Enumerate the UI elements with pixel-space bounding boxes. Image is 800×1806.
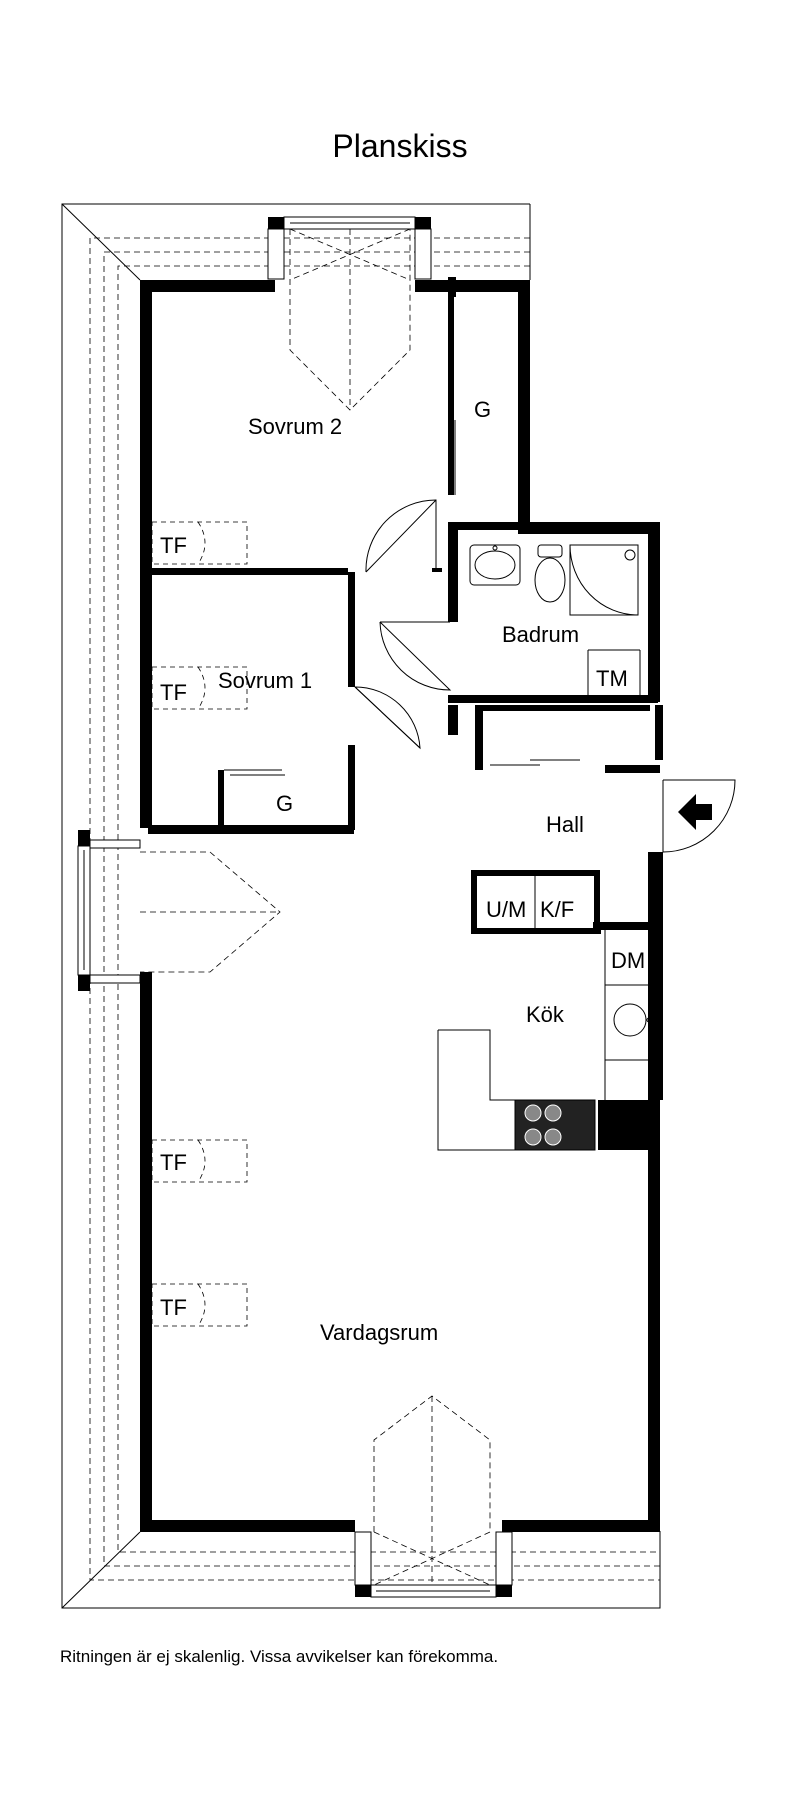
room-label-hall: Hall: [546, 812, 584, 837]
label-ugn-mikro: U/M: [486, 897, 526, 922]
room-label-vardagsrum: Vardagsrum: [320, 1320, 438, 1345]
label-tf-vardagsrum-2: TF: [160, 1295, 187, 1320]
window-top: [267, 216, 432, 411]
label-garderob-sovrum2: G: [474, 397, 491, 422]
eaves-dashes: [89, 237, 660, 1581]
bathroom-fixtures: [469, 544, 641, 700]
page-title: Planskiss: [332, 128, 468, 164]
doors: [354, 499, 736, 853]
label-kyl-frys: K/F: [540, 897, 574, 922]
label-garderob-sovrum1: G: [276, 791, 293, 816]
skylights: [151, 521, 248, 1327]
interior-walls: [148, 277, 663, 1100]
room-label-badrum: Badrum: [502, 622, 579, 647]
room-label-sovrum1: Sovrum 1: [218, 668, 312, 693]
disclaimer-footnote: Ritningen är ej skalenlig. Vissa avvikel…: [60, 1647, 499, 1666]
wardrobe-doors: [224, 350, 580, 776]
window-left: [77, 830, 281, 991]
room-label-sovrum2: Sovrum 2: [248, 414, 342, 439]
room-label-kok: Kök: [526, 1002, 565, 1027]
label-tf-sovrum1: TF: [160, 680, 187, 705]
label-tf-sovrum2: TF: [160, 533, 187, 558]
label-tf-vardagsrum-1: TF: [160, 1150, 187, 1175]
entrance-arrow-icon: [678, 794, 712, 830]
label-tvattmaskin: TM: [596, 666, 628, 691]
roof-outline: [61, 203, 661, 1609]
window-bottom: [354, 1395, 513, 1598]
kitchen-fixtures: [437, 870, 656, 1151]
label-diskmaskin: DM: [611, 948, 645, 973]
